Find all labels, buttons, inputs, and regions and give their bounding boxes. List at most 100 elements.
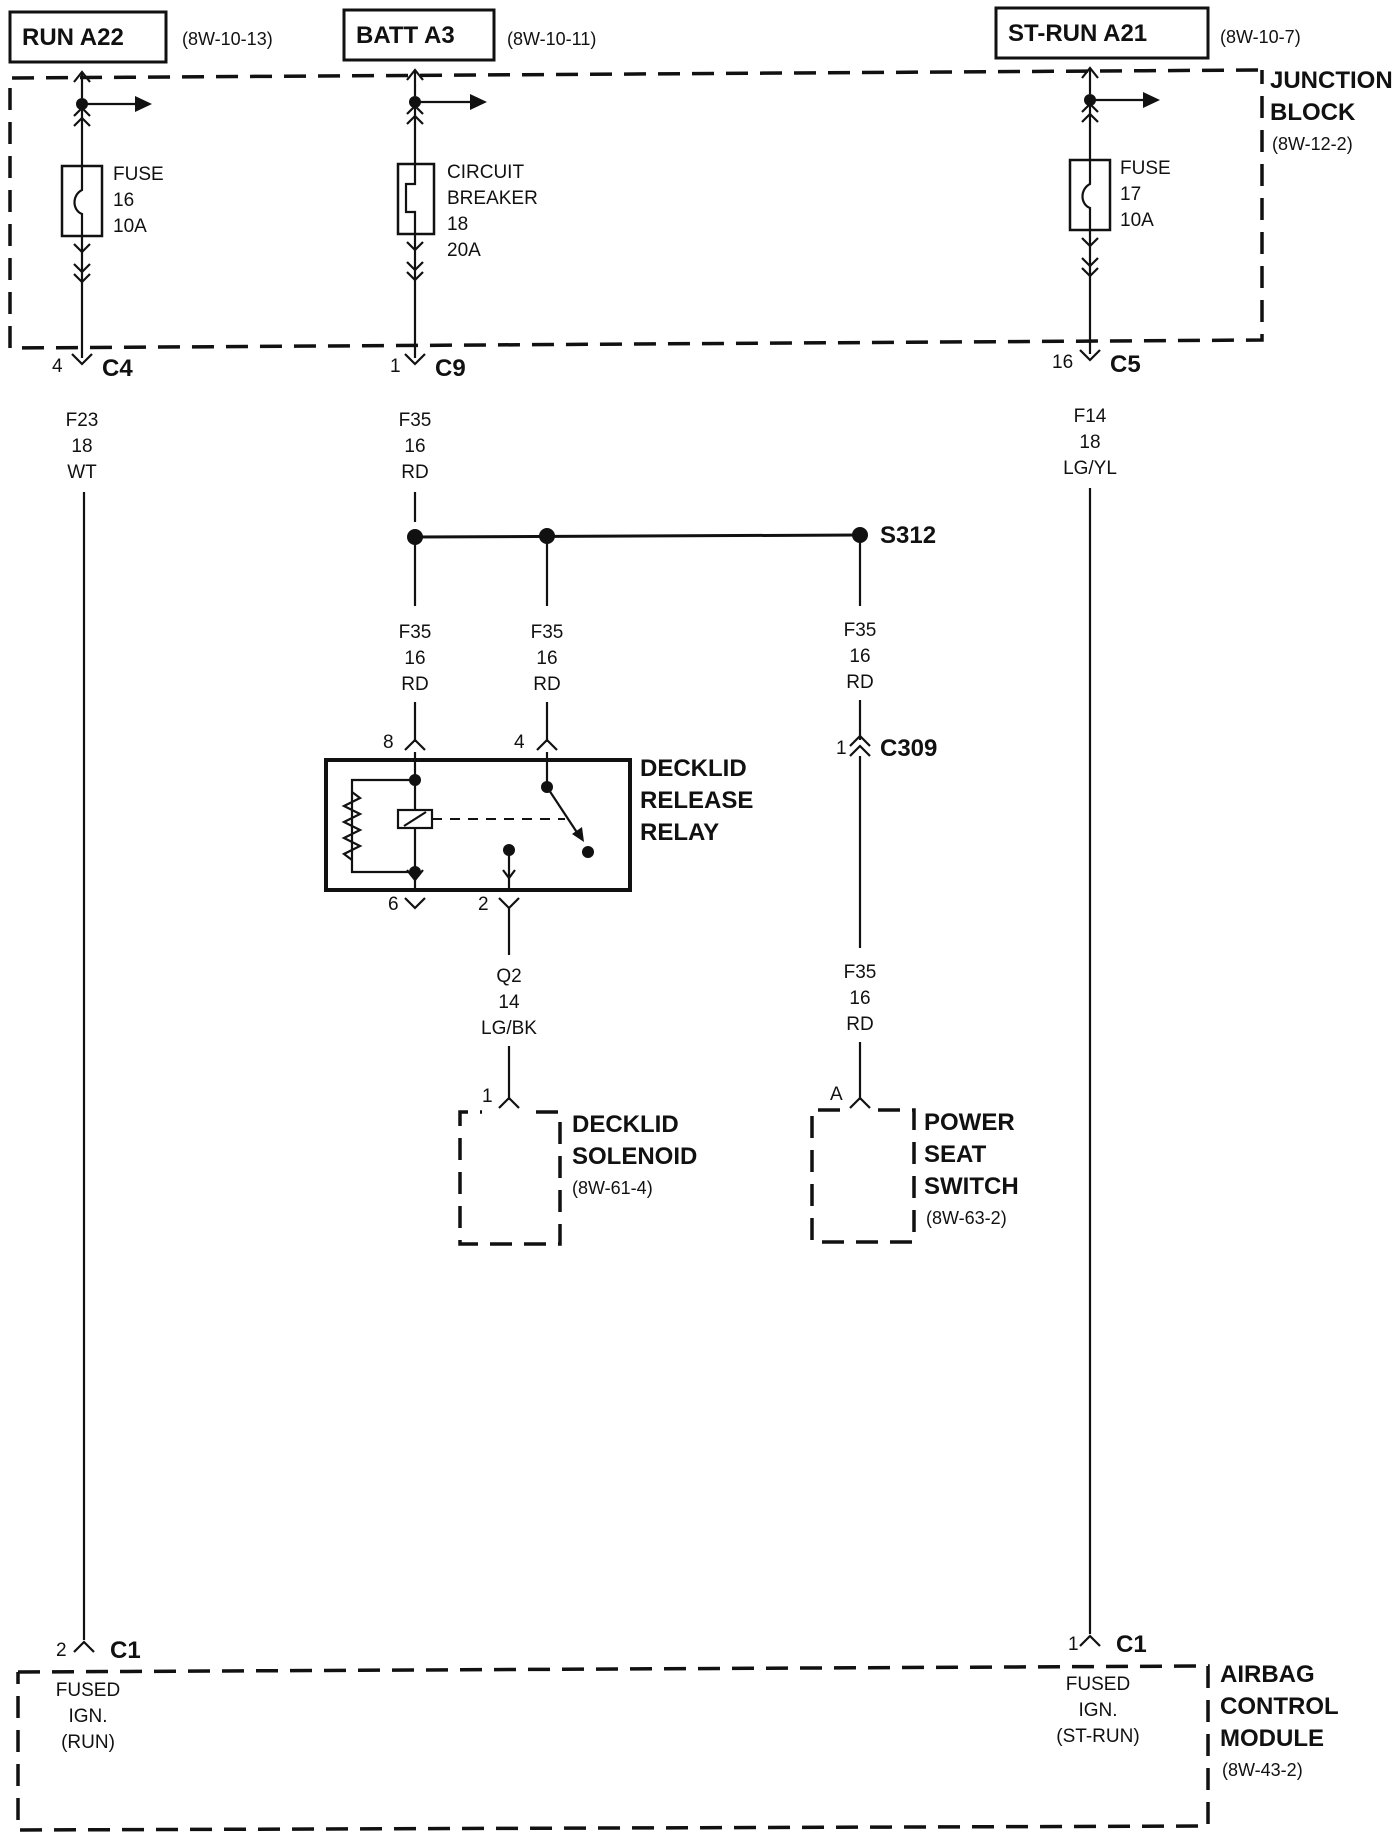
connector-c4: 4 C4 [52, 353, 133, 382]
power-seat-switch-title-3: SWITCH [924, 1173, 1019, 1200]
relay-pin-8: 8 [383, 732, 394, 753]
wire-f23-circuit: F23 [66, 410, 99, 431]
solenoid-title-1: DECKLID [572, 1111, 679, 1138]
wire-f23-gauge: 18 [71, 436, 92, 457]
wire-f35-relay4-color: RD [533, 674, 560, 695]
wire-f35-switch-label: F35 16 RD [844, 962, 877, 1035]
source-run-a22-label: RUN A22 [22, 24, 124, 51]
junction-block-ref: (8W-12-2) [1272, 134, 1353, 154]
breaker-18-line3: 18 [447, 214, 468, 235]
wire-f35-relay8-circuit: F35 [399, 622, 432, 643]
fuse-16-line3: 10A [113, 216, 147, 237]
connector-c5-name: C5 [1110, 351, 1141, 378]
circuit-breaker-18-circuit: CIRCUIT BREAKER 18 20A [396, 68, 538, 358]
fuse-17-line1: FUSE [1120, 158, 1171, 179]
relay-pin-2: 2 [478, 894, 489, 915]
fuse-17-line3: 10A [1120, 210, 1154, 231]
airbag-left-input-2: IGN. [68, 1706, 107, 1727]
wire-f35-relay8-color: RD [401, 674, 428, 695]
wire-f35-top-gauge: 16 [404, 436, 425, 457]
wire-f35-switch-color: RD [846, 1014, 873, 1035]
wire-f14-circuit: F14 [1074, 406, 1107, 427]
decklid-solenoid: 1 DECKLID SOLENOID (8W-61-4) [458, 1086, 697, 1246]
connector-c9-pin: 1 [390, 356, 401, 377]
power-seat-switch-title-2: SEAT [924, 1141, 987, 1168]
connector-c5-pin: 16 [1052, 352, 1073, 373]
connector-c1-right: 1 C1 [1068, 1631, 1147, 1658]
connector-c1-left: 2 C1 [56, 1637, 141, 1664]
solenoid-pin: 1 [482, 1086, 493, 1107]
wire-f35-relay8-gauge: 16 [404, 648, 425, 669]
relay-pin-6: 6 [388, 894, 399, 915]
wire-f35-s312-gauge: 16 [849, 646, 870, 667]
relay-title-2: RELEASE [640, 787, 753, 814]
source-st-run-a21-label: ST-RUN A21 [1008, 20, 1147, 47]
wire-f23-color: WT [67, 462, 97, 483]
wire-q2-color: LG/BK [481, 1018, 537, 1039]
fuse-17-line2: 17 [1120, 184, 1141, 205]
airbag-right-input-1: FUSED [1066, 1674, 1130, 1695]
splice-s312-label: S312 [880, 522, 936, 549]
wire-f23-label: F23 18 WT [66, 410, 99, 483]
airbag-right-input-2: IGN. [1078, 1700, 1117, 1721]
source-batt-a3: BATT A3 (8W-10-11) [342, 8, 596, 62]
wire-f14-color: LG/YL [1063, 458, 1117, 479]
solenoid-ref: (8W-61-4) [572, 1178, 653, 1198]
wire-f14-gauge: 18 [1079, 432, 1100, 453]
source-st-run-a21: ST-RUN A21 (8W-10-7) [994, 6, 1301, 60]
wire-f35-top-color: RD [401, 462, 428, 483]
fuse-16-line2: 16 [113, 190, 134, 211]
wire-q2-gauge: 14 [498, 992, 520, 1013]
wire-f35-relay4-label: F35 16 RD [531, 622, 564, 695]
airbag-control-module: FUSED IGN. (RUN) FUSED IGN. (ST-RUN) AIR… [16, 1661, 1339, 1832]
source-batt-a3-label: BATT A3 [356, 22, 455, 49]
airbag-title-2: CONTROL [1220, 1693, 1339, 1720]
wire-f14-label: F14 18 LG/YL [1063, 406, 1117, 479]
junction-block: JUNCTION BLOCK (8W-12-2) [8, 67, 1392, 350]
connector-c1-right-name: C1 [1116, 1631, 1147, 1658]
wire-f35-top-label: F35 16 RD [399, 410, 432, 483]
connector-c309-name: C309 [880, 735, 937, 762]
airbag-ref: (8W-43-2) [1222, 1760, 1303, 1780]
airbag-left-input-3: (RUN) [61, 1732, 115, 1753]
source-run-a22: RUN A22 (8W-10-13) [8, 10, 273, 64]
power-seat-switch-ref: (8W-63-2) [926, 1208, 1007, 1228]
power-seat-switch-pin: A [830, 1084, 843, 1105]
breaker-18-line2: BREAKER [447, 188, 538, 209]
power-seat-switch: A POWER SEAT SWITCH (8W-63-2) [810, 1084, 1019, 1244]
source-st-run-a21-ref: (8W-10-7) [1220, 27, 1301, 47]
connector-c9-name: C9 [435, 355, 466, 382]
fuse-17-circuit: FUSE 17 10A [1068, 66, 1171, 354]
connector-c5: 16 C5 [1052, 349, 1141, 378]
decklid-release-relay: 8 4 6 2 DECKLID RELEASE RELAY [324, 732, 753, 955]
wire-f35-switch-circuit: F35 [844, 962, 877, 983]
connector-c1-left-pin: 2 [56, 1640, 67, 1661]
relay-pin-4: 4 [514, 732, 525, 753]
wire-f35-relay8-label: F35 16 RD [399, 622, 432, 695]
airbag-title-3: MODULE [1220, 1725, 1324, 1752]
source-batt-a3-ref: (8W-10-11) [507, 29, 596, 49]
junction-block-title-2: BLOCK [1270, 99, 1356, 126]
solenoid-title-2: SOLENOID [572, 1143, 697, 1170]
breaker-18-line1: CIRCUIT [447, 162, 524, 183]
wire-f35-s312-label: F35 16 RD [844, 620, 877, 693]
relay-title-1: DECKLID [640, 755, 747, 782]
source-run-a22-ref: (8W-10-13) [182, 29, 273, 49]
wire-f35-s312-circuit: F35 [844, 620, 877, 641]
connector-c9: 1 C9 [390, 353, 466, 382]
connector-c1-left-name: C1 [110, 1637, 141, 1664]
wire-q2-circuit: Q2 [496, 966, 521, 987]
wire-q2-label: Q2 14 LG/BK [481, 966, 537, 1039]
relay-title-3: RELAY [640, 819, 719, 846]
power-seat-switch-title-1: POWER [924, 1109, 1015, 1136]
fuse-16-circuit: FUSE 16 10A [60, 70, 164, 358]
airbag-title-1: AIRBAG [1220, 1661, 1315, 1688]
wire-f35-top-circuit: F35 [399, 410, 432, 431]
connector-c309-pin: 1 [836, 738, 847, 759]
connector-c309: 1 C309 [836, 734, 937, 762]
breaker-18-line4: 20A [447, 240, 481, 261]
fuse-16-line1: FUSE [113, 164, 164, 185]
wire-f35-relay4-gauge: 16 [536, 648, 557, 669]
connector-c4-name: C4 [102, 355, 133, 382]
